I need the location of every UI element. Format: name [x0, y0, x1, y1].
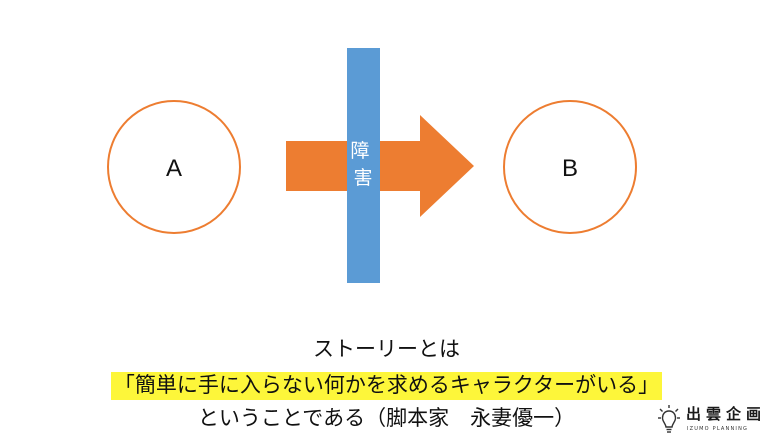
obstacle-bar	[347, 48, 380, 283]
company-logo: 出雲企画 IZUMO PLANNING	[658, 403, 766, 441]
caption-line-1: ストーリーとは	[313, 337, 460, 361]
logo-subtitle: IZUMO PLANNING	[687, 426, 749, 432]
caption-line-2: 「簡単に手に入らない何かを求めるキャラクターがいる」	[0, 371, 773, 400]
obstacle-label-char-1: 障	[350, 140, 369, 162]
circle-a-label: A	[166, 155, 182, 182]
caption-line-3: ということである（脚本家 永妻優一）	[197, 406, 576, 430]
circle-b-label: B	[562, 155, 578, 182]
story-diagram: A B 障 害	[107, 48, 637, 283]
caption-highlight: 「簡単に手に入らない何かを求めるキャラクターがいる」	[110, 372, 663, 400]
lightbulb-icon	[658, 405, 680, 433]
obstacle-label-char-2: 害	[353, 167, 372, 189]
obstacle-label: 障 害	[350, 140, 375, 189]
circle-b	[503, 100, 637, 234]
circle-a	[107, 100, 241, 234]
logo-name: 出雲企画	[686, 405, 767, 423]
